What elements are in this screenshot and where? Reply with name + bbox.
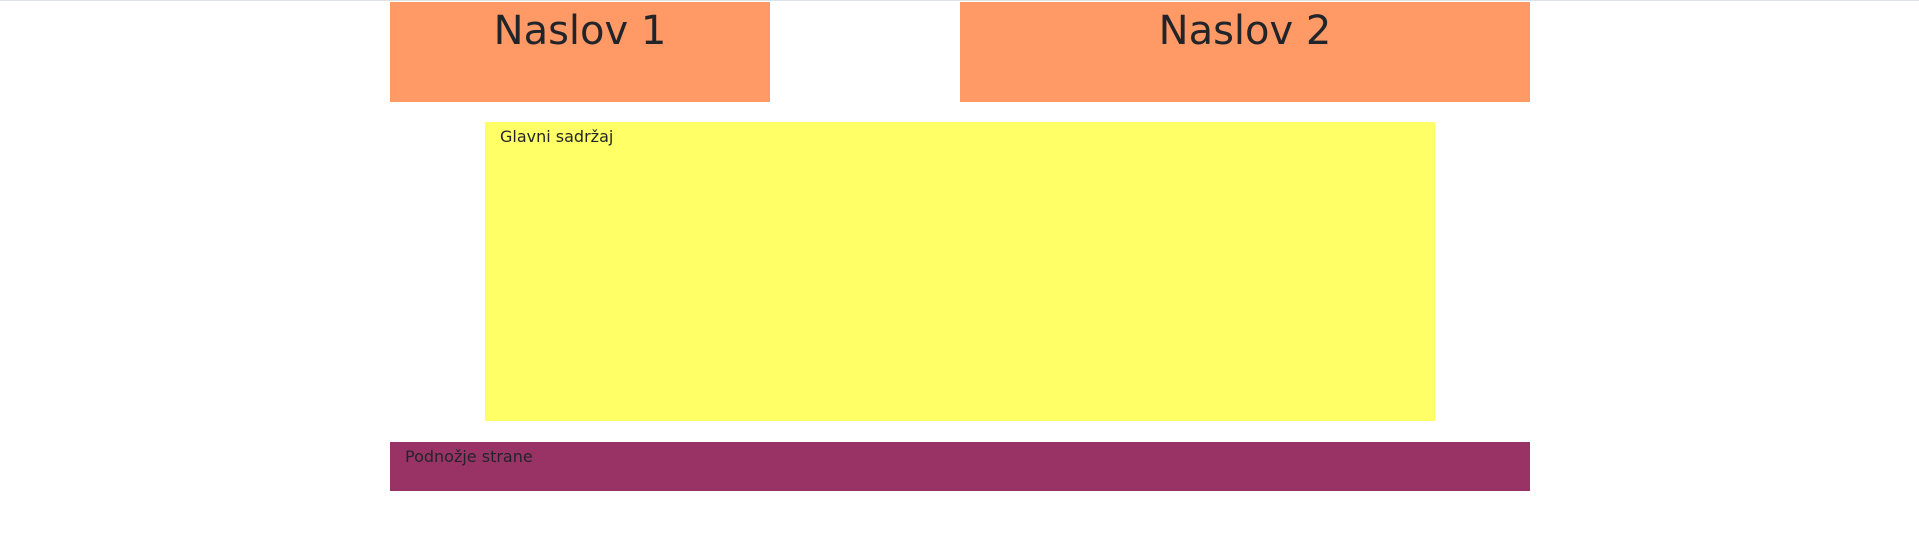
header-title-2: Naslov 2	[1158, 8, 1332, 54]
header-box-2: Naslov 2	[960, 2, 1530, 102]
top-divider	[0, 0, 1919, 1]
header-title-1: Naslov 1	[493, 8, 667, 54]
page-footer: Podnožje strane	[390, 442, 1530, 491]
main-content-text: Glavni sadržaj	[500, 127, 614, 146]
main-content: Glavni sadržaj	[485, 122, 1435, 421]
header-box-1: Naslov 1	[390, 2, 770, 102]
footer-text: Podnožje strane	[405, 447, 533, 466]
